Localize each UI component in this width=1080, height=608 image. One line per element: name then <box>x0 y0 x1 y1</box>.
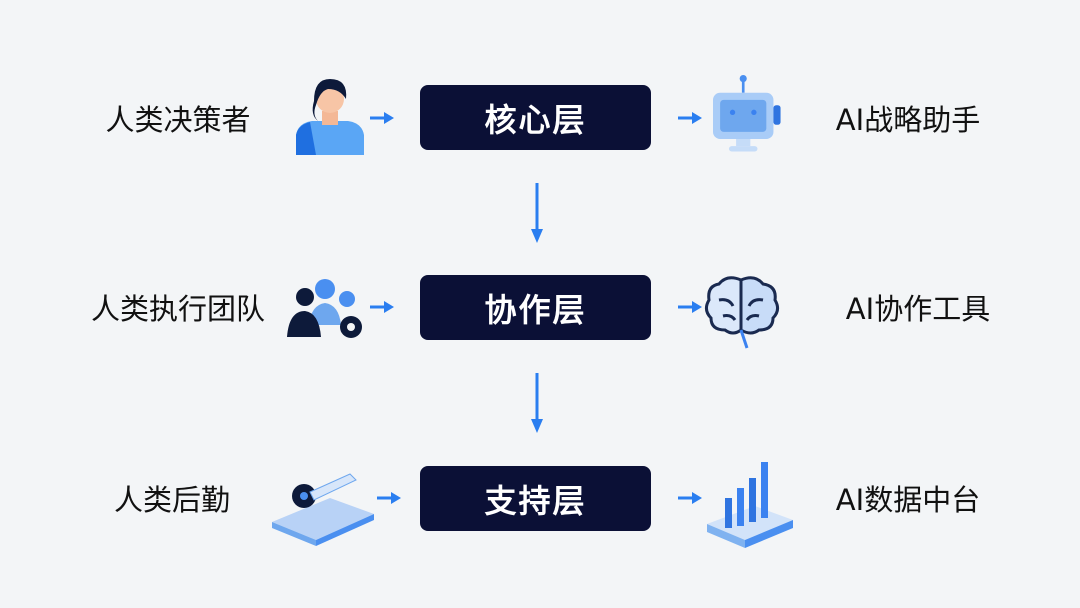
arrow-down-icon <box>531 373 543 433</box>
ai-label-3: AI数据中台 <box>835 483 981 517</box>
ai-label-2: AI协作工具 <box>845 292 991 326</box>
arrow-right-icon <box>370 301 394 313</box>
layer-box-core: 核心层 <box>420 85 651 150</box>
arrow-right-icon <box>678 301 702 313</box>
human-label-1: 人类决策者 <box>105 103 251 137</box>
team-gear-icon <box>287 279 362 338</box>
layer-box-collab: 协作层 <box>420 275 651 340</box>
arrow-right-icon <box>370 112 394 124</box>
human-label-3: 人类后勤 <box>113 483 230 517</box>
arrow-right-icon <box>678 112 702 124</box>
bar-chart-icon <box>707 462 793 548</box>
robot-icon <box>713 75 781 152</box>
arrow-down-icon <box>531 183 543 243</box>
arrow-right-icon <box>377 492 401 504</box>
layer-box-support: 支持层 <box>420 466 651 531</box>
person-icon <box>296 79 364 155</box>
ai-label-1: AI战略助手 <box>835 103 981 137</box>
human-label-2: 人类执行团队 <box>90 292 265 326</box>
arrow-right-icon <box>678 492 702 504</box>
brain-icon <box>704 276 780 349</box>
wrench-gear-icon <box>272 473 374 546</box>
